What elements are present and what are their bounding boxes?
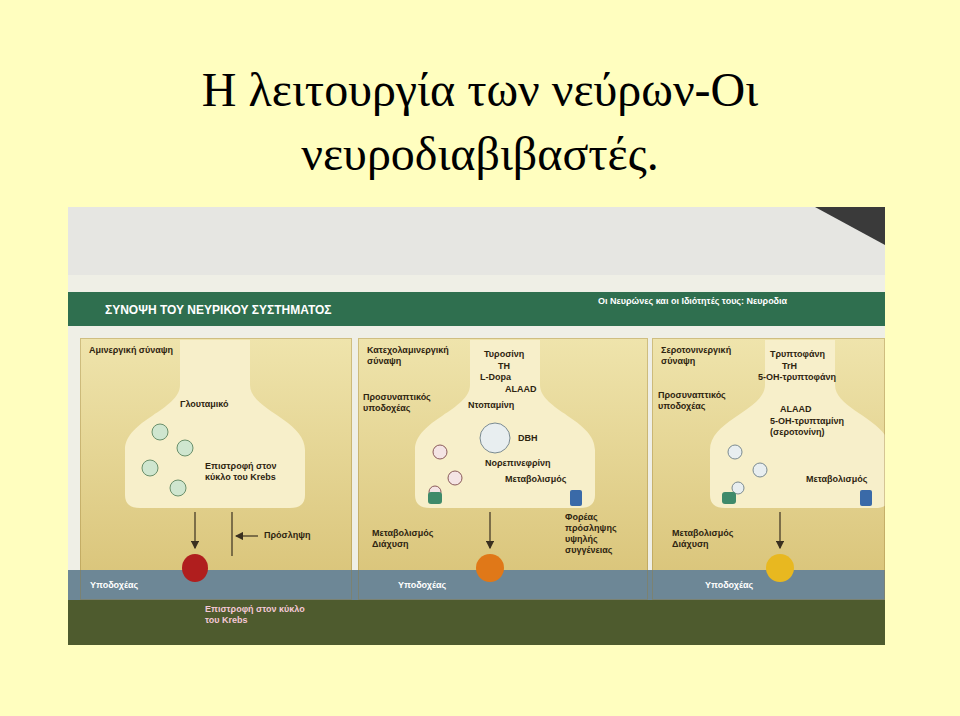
vesicle xyxy=(433,445,447,459)
page-bottom xyxy=(68,600,885,645)
vesicle xyxy=(152,424,168,440)
release-arrow xyxy=(489,512,490,548)
figure-label: Νορεπινεφρίνη xyxy=(485,458,551,469)
vesicle xyxy=(177,440,193,456)
figure-label: Μεταβολισμός xyxy=(505,474,566,485)
figure-label: ΣΥΝΟΨΗ ΤΟΥ ΝΕΥΡΙΚΟΥ ΣΥΣΤΗΜΑΤΟΣ xyxy=(105,303,332,317)
figure-label: Υποδοχέας xyxy=(90,580,138,591)
vesicle xyxy=(448,471,462,485)
presynaptic-receptor xyxy=(722,492,736,504)
receptor xyxy=(182,554,208,582)
figure-label: Πρόσληψη xyxy=(264,530,311,541)
release-arrow xyxy=(194,512,195,548)
figure-label: Επιστροφή στον κύκλο του Krebs xyxy=(205,461,297,483)
figure-label: Μεταβολισμός Διάχυση xyxy=(672,528,756,550)
presynaptic-receptor xyxy=(428,492,442,504)
receptor xyxy=(476,554,504,582)
figure-label: Γλουταμικό xyxy=(180,399,229,410)
receptor xyxy=(766,554,794,582)
dark-corner xyxy=(815,207,885,245)
figure-label: Φορέας πρόσληψης υψηλής συγγένειας xyxy=(565,512,637,556)
slide-title: Η λειτουργία των νεύρων-Οι νευροδιαβιβασ… xyxy=(100,58,860,186)
figure-label: DBH xyxy=(518,433,538,444)
figure-label: Τρυπτοφάνη xyxy=(770,349,825,360)
vesicle xyxy=(142,460,158,476)
figure-label: ALAAD xyxy=(780,404,812,415)
uptake-line xyxy=(231,512,232,556)
figure-label: Υποδοχέας xyxy=(398,580,446,591)
figure-label: Μεταβολισμός xyxy=(806,474,867,485)
panel-ground xyxy=(358,338,648,600)
nerve-terminal xyxy=(710,340,885,508)
vesicle xyxy=(170,480,186,496)
figure-label: Υποδοχέας xyxy=(705,580,753,591)
nerve-terminal xyxy=(415,340,595,508)
nerve-terminal xyxy=(125,340,305,508)
transporter xyxy=(860,490,872,506)
figure-label: TH xyxy=(498,361,510,372)
figure-label: Μεταβολισμός Διάχυση xyxy=(372,528,456,550)
panel-ground xyxy=(80,338,352,600)
figure-label: Επιστροφή στον κύκλο του Krebs xyxy=(205,604,305,626)
figure-label: Προσυναπτικός υποδοχέας xyxy=(658,390,736,412)
panel-heading: Αμινεργική σύναψη xyxy=(89,345,189,356)
figure-label: Οι Νευρώνες και οι Ιδιότητές τους: Νευρο… xyxy=(598,296,787,307)
panel-heading: Σεροτονινεργική σύναψη xyxy=(661,345,761,367)
photo-group xyxy=(68,207,885,645)
figure-label: 5-OH-τρυπτοφάνη xyxy=(758,372,836,383)
uptake-arrow xyxy=(236,535,258,536)
figure-label: ALAAD xyxy=(505,384,537,395)
figure-label: TrH xyxy=(782,361,797,372)
header-band xyxy=(68,292,885,326)
release-arrow xyxy=(779,512,780,548)
vesicle xyxy=(480,423,510,453)
vesicle xyxy=(728,445,742,459)
figure-label: Τυροσίνη xyxy=(484,349,524,360)
back-page xyxy=(68,207,885,277)
figure-label: Προσυναπτικός υποδοχέας xyxy=(363,392,441,414)
vesicle xyxy=(753,463,767,477)
panel-heading: Κατεχολαμινεργική σύναψη xyxy=(367,345,467,367)
transporter xyxy=(570,490,582,506)
figure-label: 5-OH-τρυπταμίνη (σεροτονίνη) xyxy=(770,416,870,438)
figure-label: L-Dopa xyxy=(480,372,511,383)
figure-label: Ντοπαμίνη xyxy=(468,400,514,411)
